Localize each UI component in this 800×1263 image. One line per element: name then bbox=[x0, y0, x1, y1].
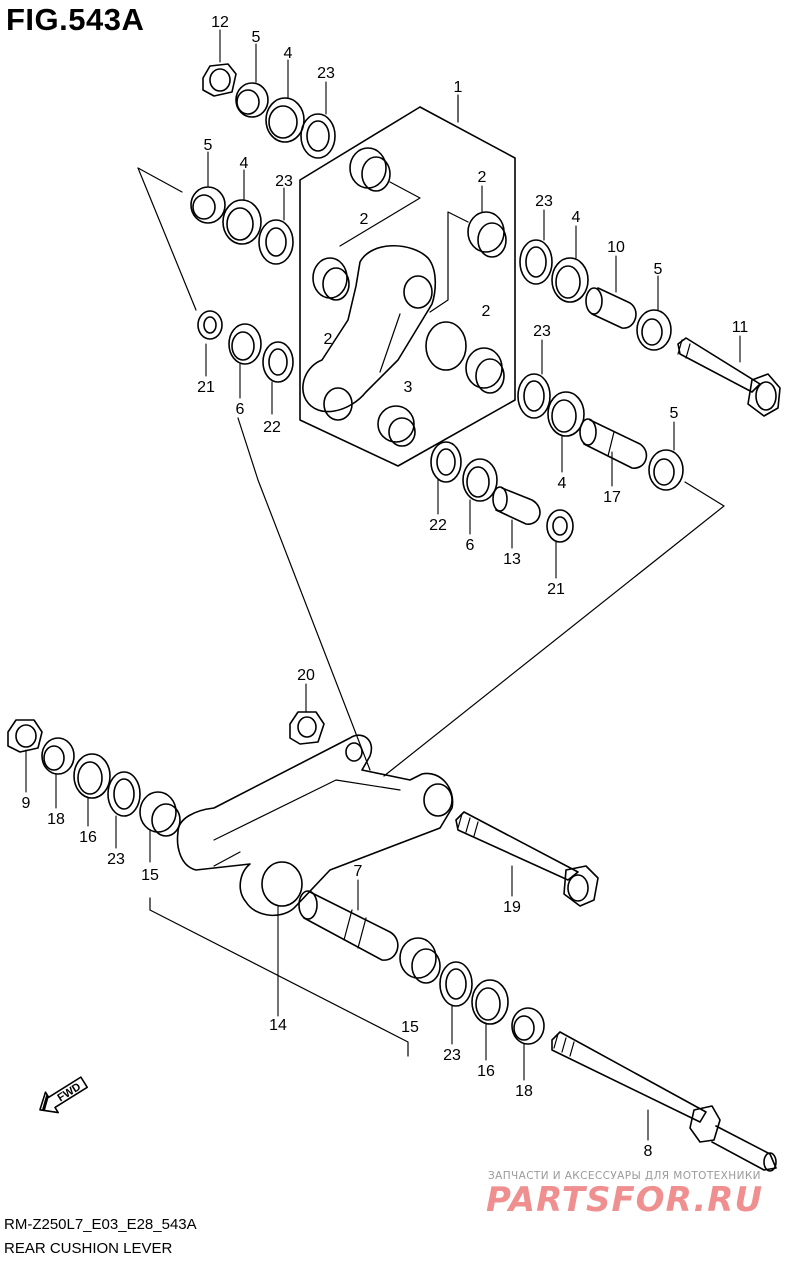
callout-11: 11 bbox=[732, 319, 749, 336]
callout-5: 5 bbox=[252, 29, 261, 46]
callout-14: 14 bbox=[269, 1017, 287, 1034]
callout-21: 21 bbox=[197, 379, 215, 396]
part-23-washer-right-a bbox=[519, 239, 553, 285]
callout-21: 21 bbox=[547, 581, 565, 598]
part-16-seal-right bbox=[471, 979, 509, 1025]
callout-16: 16 bbox=[477, 1063, 495, 1080]
figure-title: FIG.543A bbox=[6, 2, 145, 37]
part-22-washer-left bbox=[262, 341, 294, 383]
part-23-washer-lower-left bbox=[107, 771, 141, 817]
callout-2: 2 bbox=[478, 169, 487, 186]
part-18-collar-left bbox=[41, 737, 75, 775]
callout-10: 10 bbox=[607, 239, 625, 256]
part-2-bearing-c bbox=[312, 257, 350, 301]
part-5-collar-left bbox=[190, 186, 226, 224]
part-7-spacer bbox=[298, 890, 399, 961]
callout-16: 16 bbox=[79, 829, 97, 846]
callout-23: 23 bbox=[275, 173, 293, 190]
callout-18: 18 bbox=[47, 811, 65, 828]
footer-diagram-code: RM-Z250L7_E03_E28_543A bbox=[4, 1216, 197, 1233]
watermark-logo: PARTSFOR.RU bbox=[486, 1180, 764, 1220]
callout-15: 15 bbox=[141, 867, 159, 884]
callout-18: 18 bbox=[515, 1083, 533, 1100]
part-14-cushion-lever bbox=[176, 734, 454, 917]
watermark-text: ЗАПЧАСТИ И АКСЕССУАРЫ ДЛЯ МОТОТЕХНИКИ bbox=[488, 1170, 761, 1182]
part-5-collar-right-a bbox=[636, 309, 672, 351]
callout-23: 23 bbox=[317, 65, 335, 82]
part-12-nut-top bbox=[202, 63, 237, 97]
part-8-shaft bbox=[551, 1031, 777, 1172]
part-4-seal-right-a bbox=[551, 257, 589, 303]
part-15-bearing-left bbox=[139, 791, 181, 837]
callout-23: 23 bbox=[443, 1047, 461, 1064]
part-15-bearing-right bbox=[399, 937, 441, 984]
part-10-spacer bbox=[585, 287, 637, 329]
part-2-bearing-b bbox=[467, 211, 507, 258]
callout-3: 3 bbox=[404, 379, 413, 396]
part-21-spacer-mid bbox=[546, 509, 574, 543]
callout-4: 4 bbox=[558, 475, 567, 492]
part-23-washer-lower-right bbox=[439, 961, 473, 1007]
part-16-seal-left bbox=[73, 753, 111, 799]
part-5-collar-right-b bbox=[648, 449, 684, 491]
part-19-bolt bbox=[455, 811, 599, 907]
part-20-nut bbox=[289, 711, 325, 745]
part-15-bracket bbox=[149, 897, 409, 1057]
callout-2: 2 bbox=[360, 211, 369, 228]
part-4-seal-left bbox=[222, 199, 262, 245]
callout-8: 8 bbox=[644, 1143, 653, 1160]
callout-15: 15 bbox=[401, 1019, 419, 1036]
fwd-arrow-icon: FWD bbox=[39, 1076, 89, 1114]
part-6-seal-mid bbox=[462, 458, 498, 502]
part-6-seal-left bbox=[228, 323, 262, 365]
callout-23: 23 bbox=[535, 193, 553, 210]
callout-5: 5 bbox=[204, 137, 213, 154]
callout-17: 17 bbox=[603, 489, 621, 506]
part-13-spacer bbox=[492, 486, 541, 525]
callout-4: 4 bbox=[572, 209, 581, 226]
callout-4: 4 bbox=[284, 45, 293, 62]
callout-2: 2 bbox=[324, 331, 333, 348]
part-2-bearing-a bbox=[349, 147, 391, 192]
callout-7: 7 bbox=[354, 863, 363, 880]
callout-5: 5 bbox=[654, 261, 663, 278]
part-23-washer-right-b bbox=[517, 373, 551, 419]
callout-20: 20 bbox=[297, 667, 315, 684]
part-9-nut bbox=[7, 719, 43, 753]
part-23-washer-top bbox=[300, 113, 336, 159]
part-2-bearing-d bbox=[465, 347, 505, 394]
part-21-spacer-left bbox=[197, 310, 223, 340]
callout-6: 6 bbox=[466, 537, 475, 554]
callout-19: 19 bbox=[503, 899, 521, 916]
part-3-bearing bbox=[377, 405, 416, 447]
callout-2: 2 bbox=[482, 303, 491, 320]
part-11-bolt bbox=[677, 337, 781, 417]
part-4-seal-right-b bbox=[547, 391, 585, 437]
callout-4: 4 bbox=[240, 155, 249, 172]
callout-1: 1 bbox=[454, 79, 463, 96]
part-1-rod-link bbox=[302, 244, 467, 421]
callout-22: 22 bbox=[263, 419, 281, 436]
part-4-seal-top bbox=[265, 97, 305, 143]
callout-13: 13 bbox=[503, 551, 521, 568]
part-17-spacer bbox=[579, 418, 648, 469]
upper-group-frame bbox=[299, 106, 516, 467]
part-23-washer-left bbox=[258, 219, 294, 265]
callout-12: 12 bbox=[211, 14, 229, 31]
callout-23: 23 bbox=[107, 851, 125, 868]
callout-5: 5 bbox=[670, 405, 679, 422]
part-18-collar-right bbox=[511, 1007, 545, 1045]
footer-diagram-name: REAR CUSHION LEVER bbox=[4, 1240, 173, 1257]
part-5-collar-top bbox=[235, 82, 269, 118]
callout-9: 9 bbox=[22, 795, 31, 812]
callout-22: 22 bbox=[429, 517, 447, 534]
callout-23: 23 bbox=[533, 323, 551, 340]
part-22-washer-mid bbox=[430, 441, 462, 483]
callout-6: 6 bbox=[236, 401, 245, 418]
